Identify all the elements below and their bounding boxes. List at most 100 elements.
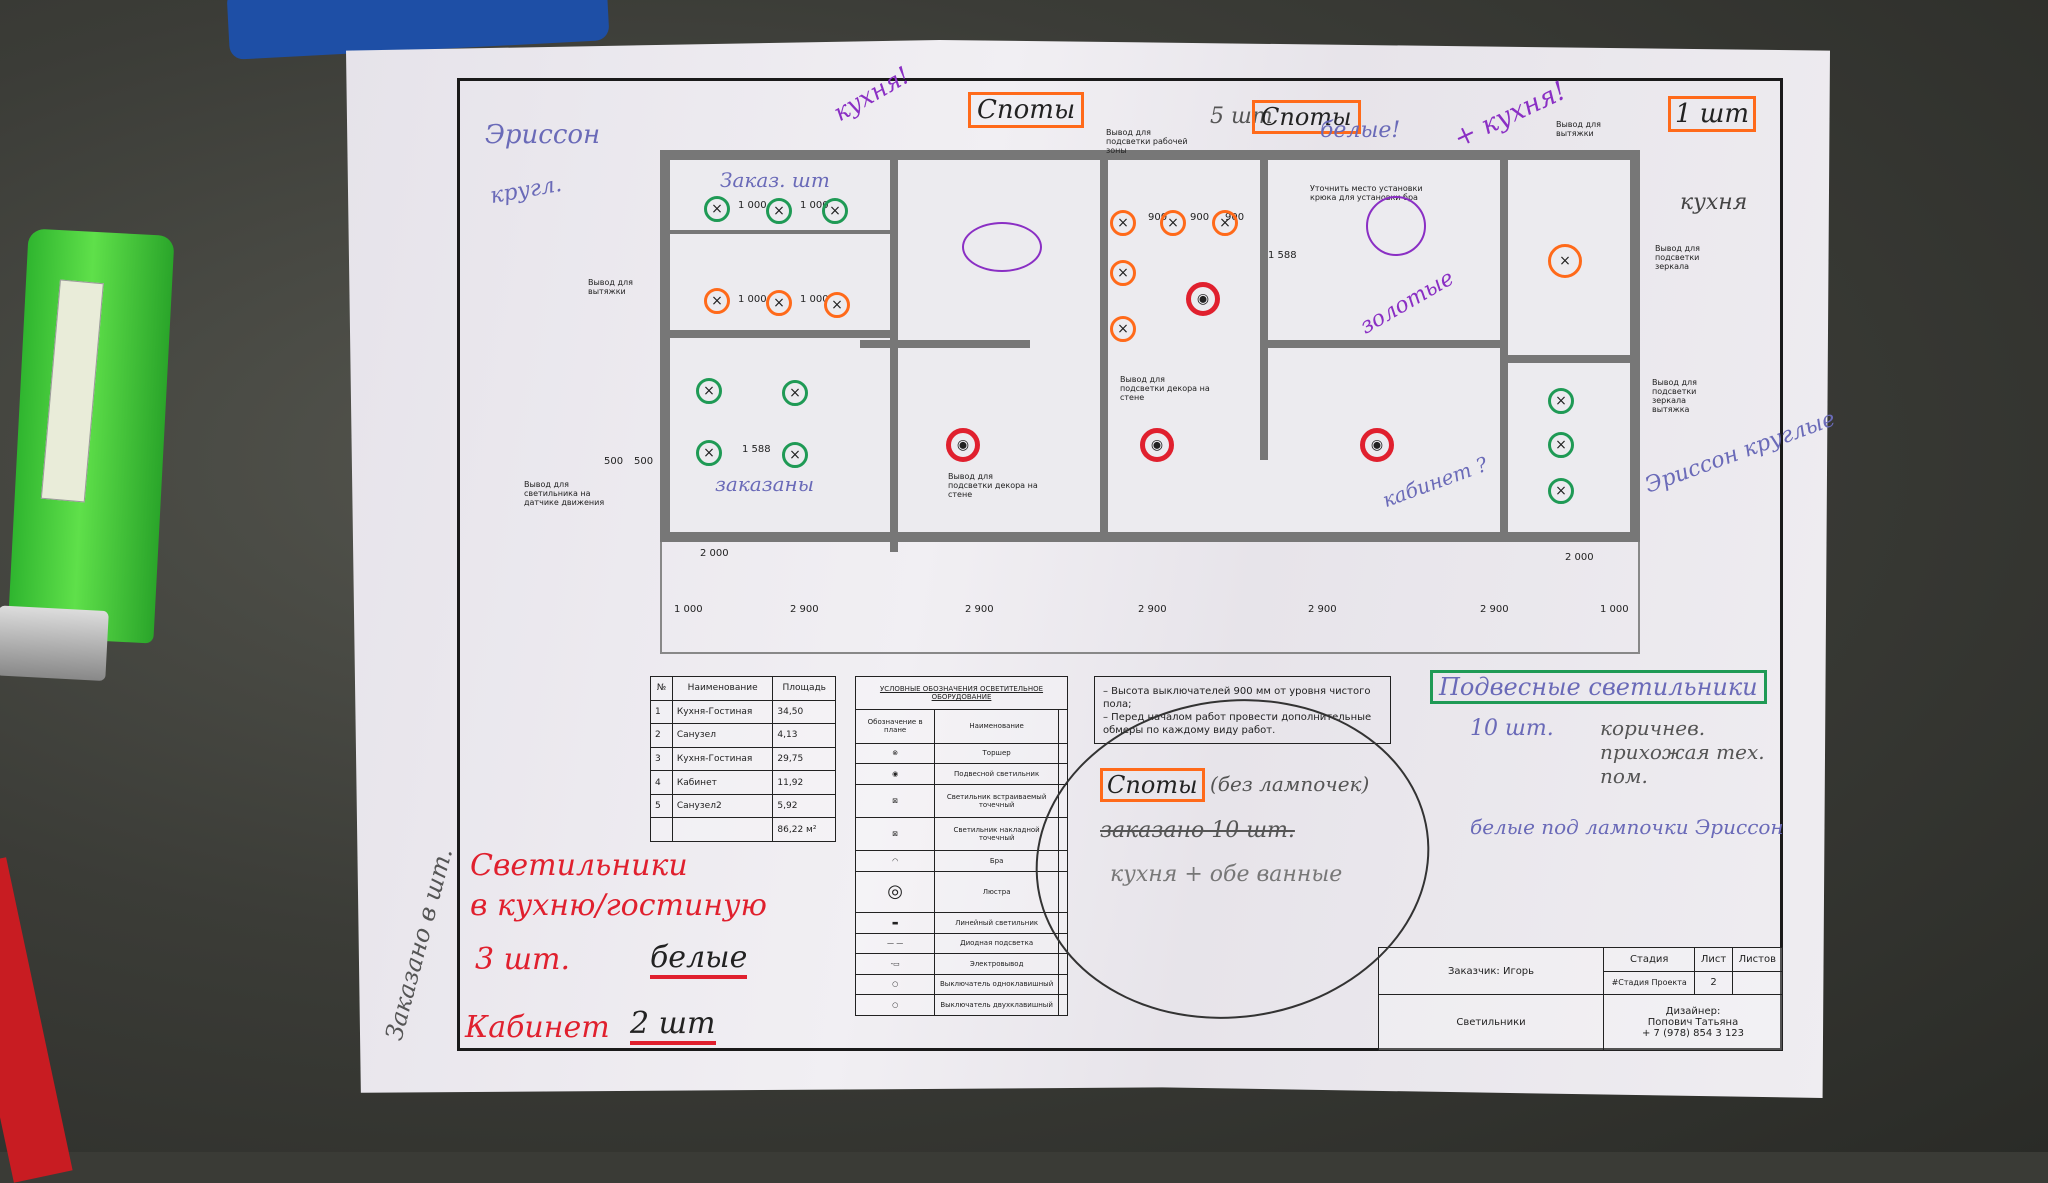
table-row: ⊠Светильник встраиваемый точечный [854, 783, 1069, 818]
spot-light-marker: × [1548, 244, 1582, 278]
handwritten-note: кухня [1680, 190, 1748, 215]
dimension: 500 [634, 456, 654, 467]
spot-light-marker: × [704, 196, 730, 222]
floor-plan [660, 150, 1640, 552]
handwritten-note: (без лампочек) [1210, 772, 1370, 796]
dimension: 2 000 [1565, 552, 1594, 563]
handwritten-note: 10 шт. [1470, 716, 1554, 741]
handwritten-note: 5 шт [1210, 104, 1273, 129]
spot-light-marker: × [1212, 210, 1238, 236]
table-row: — —Диодная подсветка [854, 932, 1069, 955]
callout: Вывод для подсветки рабочей зоны [1106, 128, 1188, 155]
spot-light-marker: × [822, 198, 848, 224]
callout: Вывод для светильника на датчике движени… [524, 480, 605, 507]
drawing-frame [457, 78, 1783, 1051]
handwritten-note: заказаны [715, 472, 814, 496]
dimension: 500 [604, 456, 624, 467]
table-row: -▭Электровывод [854, 953, 1069, 975]
callout: Вывод для вытяжки [588, 278, 633, 296]
table-row: ⊗Торшер [854, 742, 1069, 765]
spot-light-marker: × [766, 290, 792, 316]
handwritten-note: 3 шт. [475, 942, 571, 977]
table-row: ○Выключатель одноклавишный [854, 973, 1069, 996]
lighter [0, 228, 175, 682]
dimension: 1 000 [738, 200, 767, 211]
dimension: 1 588 [742, 444, 771, 455]
table-row: ◎Люстра [854, 870, 1069, 913]
dimension: 2 900 [1308, 604, 1337, 615]
handwritten-note: белые под лампочки Эриссон [1470, 815, 1784, 839]
table-row: ⊠Светильник накладной точечный [854, 816, 1069, 852]
handwritten-note: кухня + обе ванные [1110, 862, 1343, 887]
handwritten-note: коричнев. прихожая тех. пом. [1600, 716, 1765, 788]
dimension: 2 900 [790, 604, 819, 615]
handwritten-note: Кабинет [465, 1010, 610, 1045]
handwritten-note: 1 шт [1668, 96, 1757, 132]
spot-light-marker: × [1110, 316, 1136, 342]
chandelier-marker [962, 222, 1042, 272]
handwritten-note: белые! [1320, 118, 1401, 143]
table-row: 86,22 м² [650, 817, 836, 842]
callout: Уточнить место установки крюка для устан… [1310, 184, 1423, 202]
pendant-light-marker: ◉ [1360, 428, 1394, 462]
table-row: ◉Подвесной светильник [854, 763, 1069, 785]
spot-light-marker: × [1110, 260, 1136, 286]
handwritten-note: Заказ. шт [720, 168, 830, 192]
spot-light-marker: × [1110, 210, 1136, 236]
handwritten-note: Споты [1252, 100, 1361, 134]
table-row: ▬Линейный светильник [854, 911, 1069, 934]
dimension: 2 900 [965, 604, 994, 615]
spot-light-marker: × [782, 380, 808, 406]
handwritten-note: заказано 10 шт. [1100, 818, 1295, 843]
spot-light-marker: × [782, 442, 808, 468]
spot-light-marker: × [1548, 388, 1574, 414]
handwritten-note: белые [650, 940, 748, 979]
spot-light-marker: × [1160, 210, 1186, 236]
callout: Вывод для вытяжки [1556, 120, 1601, 138]
handwritten-note: Эриссон [485, 120, 601, 150]
dimension: 1 000 [1600, 604, 1629, 615]
terrace [660, 542, 1640, 654]
dimension: 1 588 [1268, 250, 1297, 261]
dimension: 900 [1148, 212, 1168, 223]
dimension: 1 000 [800, 294, 829, 305]
spot-light-marker: × [1548, 432, 1574, 458]
spot-light-marker: × [1548, 478, 1574, 504]
callout: Вывод для подсветки декора на стене [1120, 375, 1210, 402]
callout: Вывод для подсветки зеркала вытяжка [1652, 378, 1697, 414]
table-row: ○Выключатель двухклавишный [854, 994, 1069, 1016]
pendant-light-marker: ◉ [1140, 428, 1174, 462]
spot-light-marker: × [766, 198, 792, 224]
dimension: 1 000 [800, 200, 829, 211]
handwritten-note: 2 шт [630, 1006, 716, 1045]
dimension: 900 [1190, 212, 1210, 223]
chandelier-marker [1366, 196, 1426, 256]
dimension: 1 000 [738, 294, 767, 305]
dimension: 2 900 [1138, 604, 1167, 615]
notes-box: – Высота выключателей 900 мм от уровня ч… [1094, 676, 1391, 744]
handwritten-note: Светильники [470, 848, 688, 883]
callout: Вывод для подсветки декора на стене [948, 472, 1038, 499]
spot-light-marker: × [696, 440, 722, 466]
handwritten-note: Споты [968, 92, 1085, 128]
dimension: 2 000 [700, 548, 729, 559]
dimension: 1 000 [674, 604, 703, 615]
spot-light-marker: × [696, 378, 722, 404]
dimension: 2 900 [1480, 604, 1509, 615]
handwritten-note: Споты [1100, 768, 1205, 802]
handwritten-note: в кухню/гостиную [470, 888, 767, 923]
pendant-light-marker: ◉ [1186, 282, 1220, 316]
spot-light-marker: × [704, 288, 730, 314]
spot-light-marker: × [824, 292, 850, 318]
pendant-light-marker: ◉ [946, 428, 980, 462]
handwritten-note: Подвесные светильники [1430, 670, 1767, 704]
callout: Вывод для подсветки зеркала [1655, 244, 1700, 271]
legend-table: УСЛОВНЫЕ ОБОЗНАЧЕНИЯ ОСВЕТИТЕЛЬНОЕ ОБОРУ… [854, 675, 1069, 1016]
